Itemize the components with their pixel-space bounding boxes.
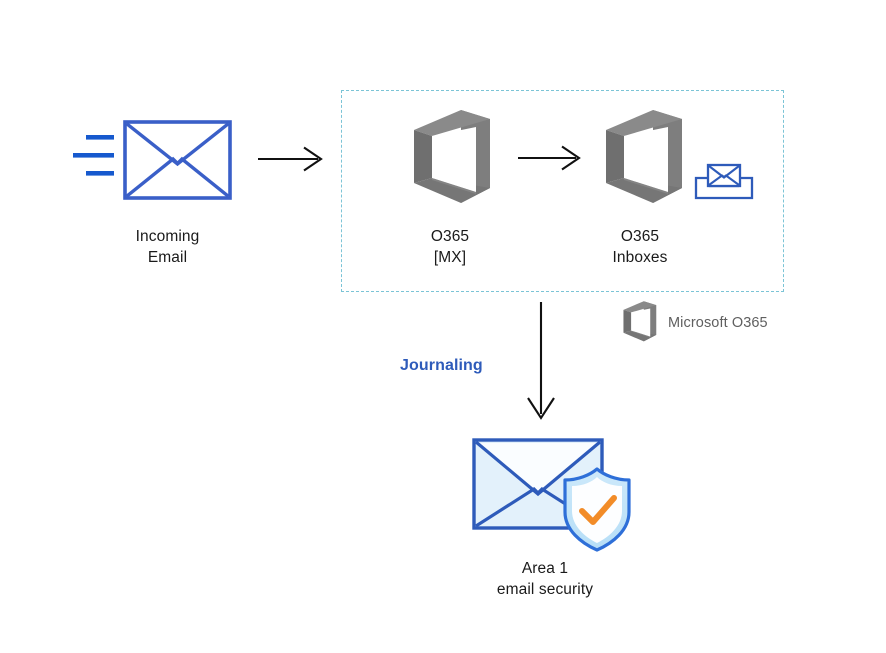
area1-label: Area 1 email security <box>455 558 635 600</box>
inbox-tray-envelope-icon <box>694 163 754 200</box>
o365-inboxes-label-line2: Inboxes <box>612 249 668 266</box>
journaling-label: Journaling <box>400 357 483 374</box>
o365-mx-label-line1: O365 <box>430 228 470 245</box>
office-365-box-icon <box>623 301 657 342</box>
area1-node <box>468 432 633 552</box>
o365-inboxes-label-line1: O365 <box>620 228 660 245</box>
incoming-email-node <box>70 118 235 208</box>
office-365-box-icon <box>606 110 682 203</box>
inbox-tray-node <box>694 160 754 204</box>
legend-o365-icon-wrapper <box>620 301 658 342</box>
o365-mx-label: O365 [MX] <box>380 226 520 268</box>
incoming-email-label-line1: Incoming <box>135 228 200 245</box>
legend-label: Microsoft O365 <box>668 315 768 331</box>
arrow-incoming-to-mx <box>258 145 326 173</box>
office-365-box-icon <box>414 110 490 203</box>
arrow-down-icon <box>527 302 555 420</box>
area1-label-line2: email security <box>496 581 594 598</box>
arrow-mx-to-inboxes <box>518 144 586 172</box>
arrow-right-icon <box>518 145 581 171</box>
area1-label-line1: Area 1 <box>521 560 569 577</box>
envelope-shield-check-icon <box>472 438 631 552</box>
o365-mx-node <box>406 110 494 204</box>
o365-boundary-box <box>341 90 784 292</box>
journaling-arrow <box>524 302 558 422</box>
o365-inboxes-node <box>598 110 686 204</box>
o365-mx-label-line2: [MX] <box>433 249 467 266</box>
arrow-right-icon <box>258 146 323 172</box>
incoming-email-label-line2: Email <box>147 249 188 266</box>
envelope-with-motion-lines-icon <box>73 120 232 200</box>
